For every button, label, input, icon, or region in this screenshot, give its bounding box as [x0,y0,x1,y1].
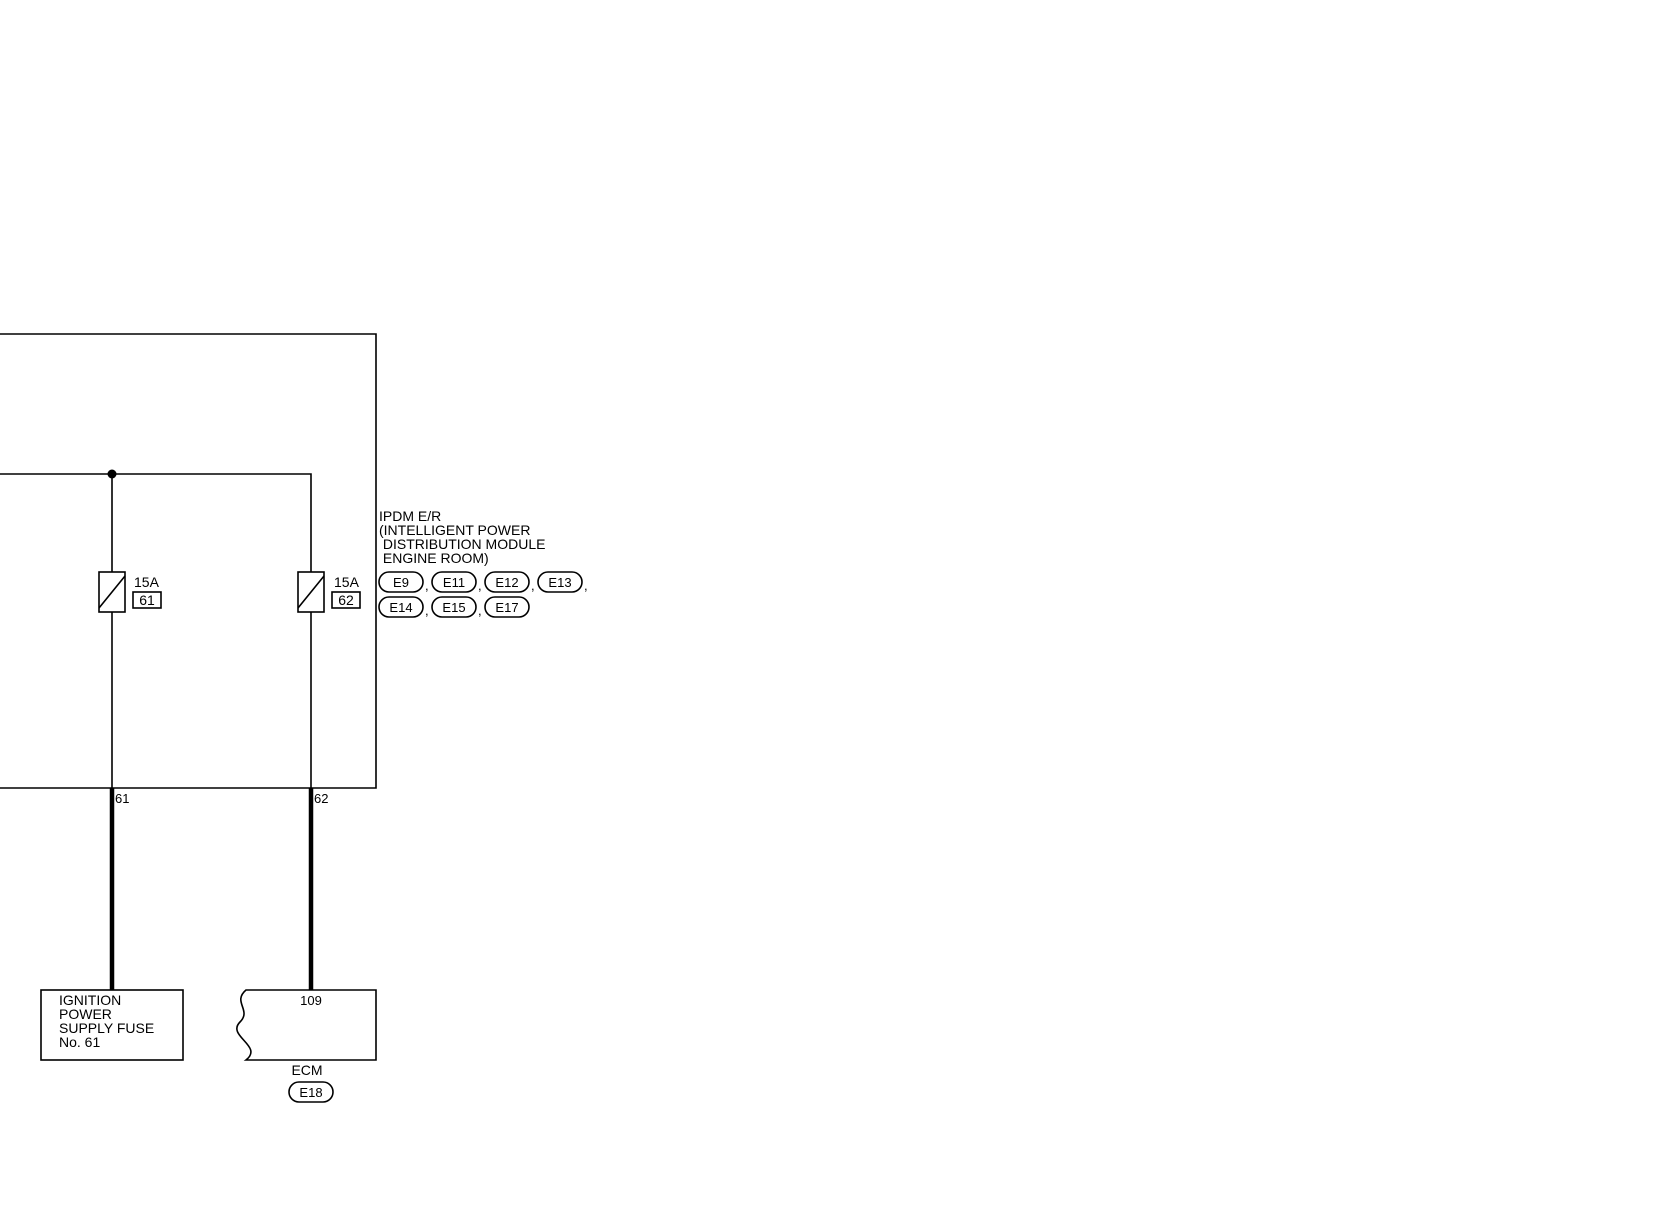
separator-comma: , [425,603,429,618]
connector-oval [484,596,530,618]
ecm-box: 109 ECM E18 [236,989,377,1103]
terminal-pin-61: 61 [115,791,129,806]
ecm-box-outline [236,989,377,1061]
ecm-pin: 109 [300,993,322,1008]
connector-label: E11 [443,575,465,590]
ipdm-label-line: IPDM E/R [379,508,441,524]
connector-label: E17 [495,600,518,615]
ignition-fuse-box: IGNITION POWER SUPPLY FUSE No. 61 [40,989,184,1061]
ignition-fuse-box-outline [40,989,184,1061]
connector-oval [484,571,530,593]
connector-label: E9 [393,575,409,590]
fuse-61-branch: 15A 61 [98,474,162,788]
connector-oval [378,571,424,593]
ipdm-label-line: (INTELLIGENT POWER [379,522,530,538]
ipdm-label: IPDM E/R (INTELLIGENT POWER DISTRIBUTION… [379,508,545,566]
ipdm-label-line: DISTRIBUTION MODULE [379,536,545,552]
ignition-box-line: IGNITION [59,992,121,1008]
separator-comma: , [478,578,482,593]
separator-comma: , [531,578,535,593]
terminal-pin-62: 62 [314,791,328,806]
connector-label: E12 [495,575,518,590]
connector-oval [431,571,477,593]
internal-bus [0,469,312,572]
fuse-61-rating: 15A [134,574,160,590]
ecm-label: ECM [291,1062,322,1078]
fuse-62-rating: 15A [334,574,360,590]
fuse-61-number: 61 [139,592,155,608]
separator-comma: , [425,578,429,593]
ignition-box-line: No. 61 [59,1034,100,1050]
fuse-61-number-box [132,591,162,609]
ipdm-label-line: ENGINE ROOM) [379,550,489,566]
fuse-62-number-box [331,591,361,609]
connector-label: E15 [442,600,465,615]
fuse-62-branch: 15A 62 [297,571,361,788]
connector-oval [378,596,424,618]
ecm-connector-oval [288,1081,334,1103]
ignition-box-line: SUPPLY FUSE [59,1020,154,1036]
ipdm-module-boundary [0,333,377,789]
connector-oval [537,571,583,593]
connector-label: E13 [548,575,571,590]
connector-label: E14 [389,600,412,615]
separator-comma: , [478,603,482,618]
separator-comma: , [584,578,588,593]
ignition-box-line: POWER [59,1006,112,1022]
ecm-connector-label: E18 [299,1085,322,1100]
connector-row-2: E14 , E15 , E17 [378,596,530,618]
connector-row-1: E9 , E11 , E12 , E13 , [378,571,588,593]
connector-oval [431,596,477,618]
fuse-62-number: 62 [338,592,354,608]
